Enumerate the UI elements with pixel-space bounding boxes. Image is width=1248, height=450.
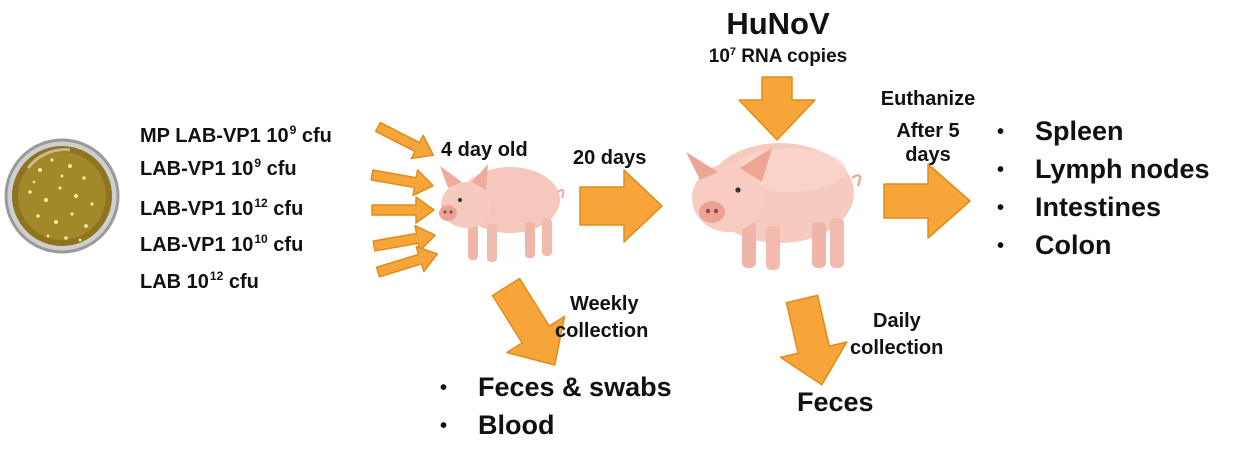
petri-dish-icon <box>6 140 118 252</box>
interval-label: 20 days <box>573 148 646 168</box>
weekly-sample-item: •Blood <box>440 412 672 450</box>
tissue-item: •Spleen <box>997 118 1210 156</box>
treatment-label-5: LAB 1012 cfu <box>140 270 259 292</box>
dose-arrow-2 <box>370 162 436 198</box>
weekly-collection-label-1: Weekly <box>570 294 639 314</box>
daily-collection-label-2: collection <box>850 338 943 358</box>
treatment-label-1: MP LAB-VP1 109 cfu <box>140 124 332 146</box>
treatment-label-4: LAB-VP1 1010 cfu <box>140 233 303 255</box>
daily-collection-label-1: Daily <box>873 311 921 331</box>
pig-icon <box>686 143 860 270</box>
tissue-item: •Lymph nodes <box>997 156 1210 194</box>
challenge-dose-label: 107 RNA copies <box>688 47 868 66</box>
challenge-arrow <box>739 77 815 140</box>
weekly-sample-item: •Feces & swabs <box>440 374 672 412</box>
tissue-item: •Colon <box>997 232 1210 270</box>
tissue-item: •Intestines <box>997 194 1210 232</box>
tissue-list: •Spleen •Lymph nodes •Intestines •Colon <box>997 118 1210 270</box>
daily-collection-arrow <box>769 291 855 392</box>
dose-arrow-1 <box>372 115 439 166</box>
weekly-sample-list: •Feces & swabs •Blood <box>440 374 672 450</box>
euthanize-arrow <box>884 164 970 238</box>
challenge-virus-label: HuNoV <box>700 8 856 39</box>
treatment-label-2: LAB-VP1 109 cfu <box>140 157 297 179</box>
euthanize-timing-line1: After 5 <box>858 121 998 141</box>
daily-sample-label: Feces <box>797 389 874 416</box>
treatment-label-3: LAB-VP1 1012 cfu <box>140 197 303 219</box>
piglet-age-label: 4 day old <box>441 140 528 160</box>
euthanize-label: Euthanize <box>858 89 998 109</box>
euthanize-timing-line2: days <box>858 145 998 165</box>
piglet-icon <box>439 164 563 262</box>
dose-arrow-3 <box>372 197 434 223</box>
interval-arrow <box>580 170 662 242</box>
weekly-collection-label-2: collection <box>555 321 648 341</box>
